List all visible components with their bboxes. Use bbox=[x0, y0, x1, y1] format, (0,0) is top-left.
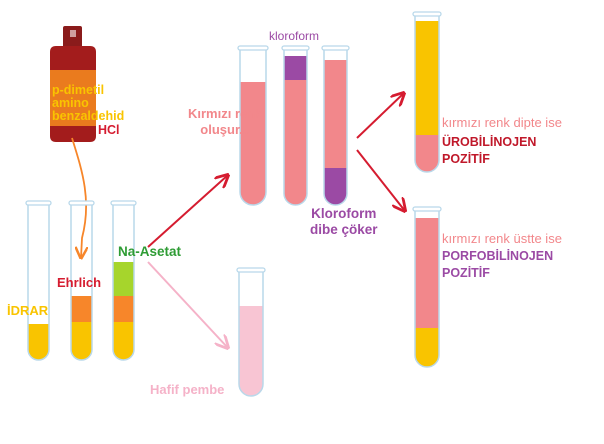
pozitif-2-label: POZİTİF bbox=[442, 266, 490, 280]
tube-porfobilinojen-liquid-2 bbox=[415, 328, 439, 367]
tube-na-asetat-glass bbox=[112, 202, 135, 361]
tube-ehrlich-rim bbox=[68, 200, 95, 206]
tube-idrar-rim bbox=[25, 200, 52, 206]
tube-pink-rim bbox=[236, 267, 266, 273]
tube-red-3-liquid-2 bbox=[324, 168, 347, 206]
urobilinojen-label: ÜROBİLİNOJEN bbox=[442, 135, 537, 149]
tube-urobilinojen-rim bbox=[412, 11, 442, 17]
na-asetat-label: Na-Asetat bbox=[118, 244, 182, 259]
tube-pink-glass bbox=[238, 269, 264, 397]
tube-urobilinojen bbox=[412, 11, 442, 173]
tube-na-asetat bbox=[110, 200, 137, 361]
kloroform-label: kloroform bbox=[269, 29, 320, 43]
tube-idrar-glass bbox=[27, 202, 50, 361]
reagent-arrow bbox=[71, 137, 86, 258]
tube-porfobilinojen-liquid-1 bbox=[415, 218, 439, 328]
bottle-cap-highlight bbox=[70, 30, 76, 37]
tube-urobilinojen-liquid-1 bbox=[415, 21, 439, 135]
tube-red-1-glass bbox=[239, 47, 267, 206]
arrow-to-red-tubes bbox=[147, 175, 228, 248]
porfobilinojen-label: PORFOBİLİNOJEN bbox=[442, 249, 554, 263]
kirmizi-renk-label: Kırmızı renk oluşur... bbox=[188, 107, 262, 136]
tube-ehrlich bbox=[68, 200, 95, 361]
tube-urobilinojen-glass bbox=[414, 13, 440, 173]
tube-na-asetat-liquid-3 bbox=[113, 322, 134, 360]
tube-porfobilinojen-rim bbox=[412, 206, 442, 212]
tube-red-3-glass bbox=[323, 47, 348, 206]
test-tubes bbox=[25, 11, 442, 397]
reagent-line-1: p-dimetil bbox=[52, 83, 105, 97]
tube-red-1 bbox=[237, 45, 269, 206]
arrow-to-porfobilinojen bbox=[356, 149, 405, 211]
tube-red-2-rim bbox=[281, 45, 310, 51]
dipte-ise-label: kırmızı renk dipte ise bbox=[442, 115, 562, 130]
kloroform-dibe-label: Kloroform dibe çöker bbox=[310, 206, 378, 238]
tube-red-3 bbox=[321, 45, 350, 206]
tube-red-2-liquid-2 bbox=[284, 80, 307, 206]
ustte-ise-label: kırmızı renk üstte ise bbox=[442, 231, 562, 246]
kloroform-dibe-line-1: Kloroform bbox=[311, 206, 377, 221]
tube-pink-liquid-1 bbox=[239, 306, 263, 396]
tube-red-3-rim bbox=[321, 45, 350, 51]
tube-pink bbox=[236, 267, 266, 397]
hafif-pembe-label: Hafif pembe bbox=[150, 382, 225, 397]
reagent-line-3: benzaldehid bbox=[52, 109, 125, 124]
tube-red-2 bbox=[281, 45, 310, 206]
kirmizi-renk-line-2: oluşur... bbox=[200, 121, 251, 137]
tube-urobilinojen-liquid-2 bbox=[415, 135, 439, 172]
bottle-label bbox=[50, 70, 96, 126]
tube-na-asetat-liquid-2 bbox=[113, 296, 134, 322]
tube-na-asetat-liquid-1 bbox=[113, 262, 134, 296]
tube-ehrlich-liquid-2 bbox=[71, 322, 92, 360]
tube-red-2-liquid-1 bbox=[284, 56, 307, 80]
tube-ehrlich-glass bbox=[70, 202, 93, 361]
arrow-to-urobilinojen bbox=[356, 93, 404, 139]
pozitif-1-label: POZİTİF bbox=[442, 152, 490, 166]
tube-porfobilinojen bbox=[412, 206, 442, 368]
idrar-label: İDRAR bbox=[7, 303, 49, 318]
tube-porfobilinojen-glass bbox=[414, 208, 440, 368]
reagent-hcl: HCl bbox=[98, 123, 120, 137]
tube-idrar-liquid-1 bbox=[28, 324, 49, 360]
tube-idrar bbox=[25, 200, 52, 361]
reagent-line-2: amino bbox=[52, 96, 89, 111]
reagent-label: p-dimetil amino benzaldehid bbox=[52, 83, 125, 124]
tube-red-1-rim bbox=[237, 45, 269, 51]
arrow-to-pink-tube bbox=[147, 261, 228, 348]
tube-red-2-glass bbox=[283, 47, 308, 206]
kirmizi-renk-line-1: Kırmızı renk bbox=[188, 106, 263, 121]
kloroform-dibe-line-2: dibe çöker bbox=[310, 222, 378, 238]
reagent-bottle bbox=[50, 26, 96, 142]
ehrlich-label: Ehrlich bbox=[57, 275, 102, 290]
tube-red-3-liquid-1 bbox=[324, 60, 347, 168]
tube-na-asetat-rim bbox=[110, 200, 137, 206]
tube-red-1-liquid-1 bbox=[240, 82, 266, 205]
tube-ehrlich-liquid-1 bbox=[71, 296, 92, 322]
